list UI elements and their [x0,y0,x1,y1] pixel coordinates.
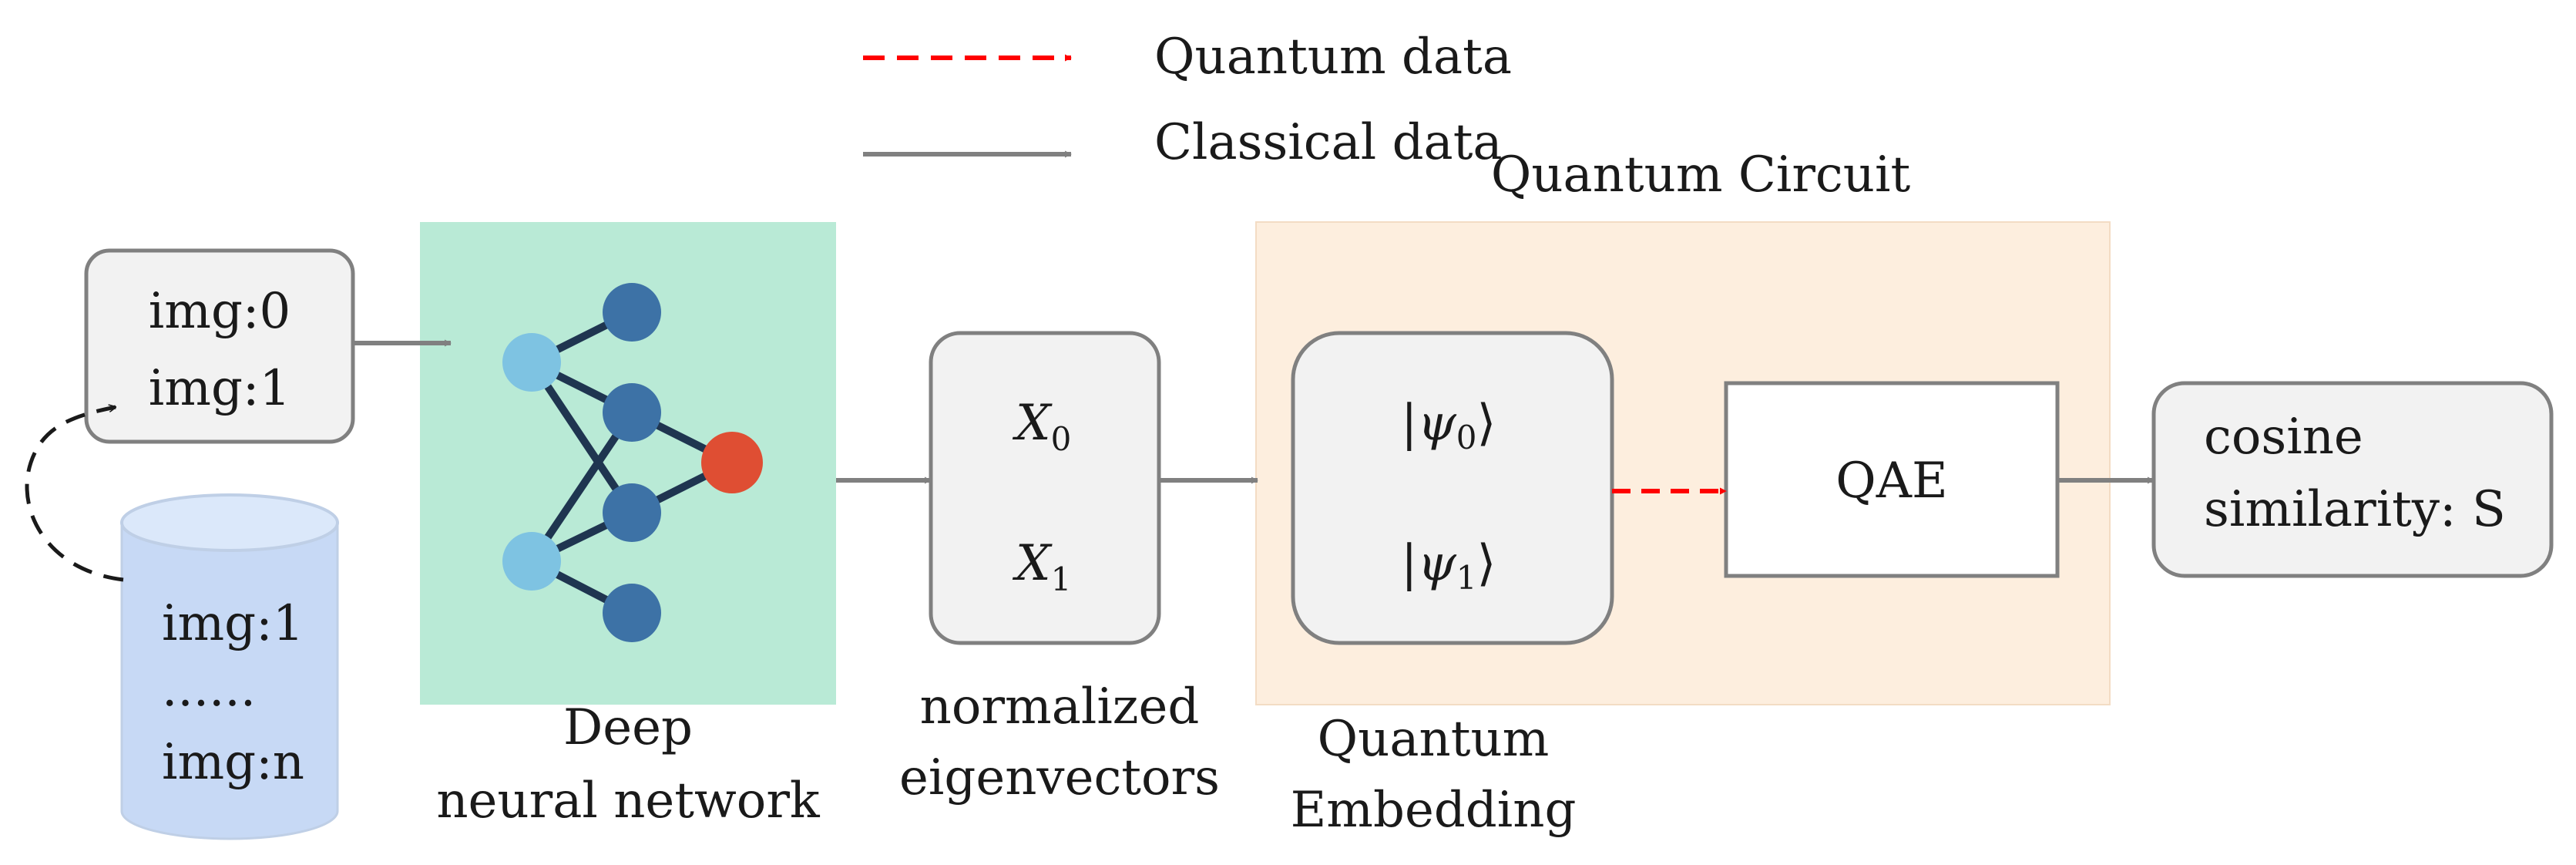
dnn-label-line2: neural network [436,772,821,830]
nn-output-node [701,432,763,493]
input-img0: img:0 [149,283,291,340]
quantum-circuit-title: Quantum Circuit [1491,146,1911,204]
database-top [120,493,339,552]
neural-network-graphic [502,283,763,642]
legend: Quantum data Classical data [863,29,1512,171]
output-box: cosine similarity: S [2151,381,2554,578]
legend-classical-label: Classical data [1154,114,1503,171]
legend-quantum-label: Quantum data [1154,29,1512,86]
embedding-label-line1: Quantum [1318,711,1550,768]
eigen-x0: X0 [1012,395,1071,458]
nn-hidden-node [603,383,661,442]
database-imgn: img:n [162,734,304,791]
input-img1: img:1 [149,360,291,417]
input-box: img:0 img:1 [84,248,355,444]
qae-box: QAE [1724,381,2060,578]
embedding-psi0: |ψ0⟩ [1401,395,1496,456]
embedding-psi1: |ψ1⟩ [1401,535,1496,597]
embedding-label-line2: Embedding [1291,782,1577,839]
eigenvector-box: X0 X1 [929,331,1161,645]
output-line2: similarity: S [2204,481,2506,538]
nn-input-node [502,333,561,392]
nn-hidden-node [603,483,661,542]
image-database: img:1 ...... img:n [120,493,339,840]
nn-input-node [502,532,561,591]
retrieval-arrow [25,407,124,582]
eigen-label-line1: normalized [920,678,1200,735]
quantum-embedding-box: |ψ0⟩ |ψ1⟩ [1291,331,1614,645]
database-img1: img:1 [162,595,304,652]
dnn-label-line1: Deep [563,699,693,756]
nn-hidden-node [603,584,661,642]
database-body [120,521,339,840]
nn-hidden-node [603,283,661,342]
database-ellipsis: ...... [162,661,256,718]
eigen-label-line2: eigenvectors [899,749,1220,806]
eigen-x1: X1 [1012,535,1071,598]
qae-label: QAE [1835,453,1947,510]
output-line1: cosine [2204,409,2363,466]
